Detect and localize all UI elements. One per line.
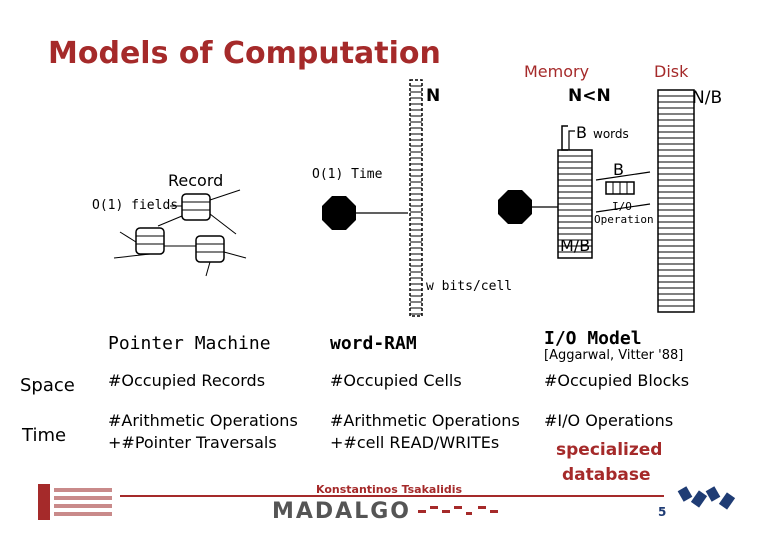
time-io-model: #I/O Operations bbox=[544, 411, 674, 430]
record-label: Record bbox=[168, 171, 224, 190]
column-word-ram: word-RAM bbox=[330, 333, 417, 354]
word-ram-memory-column bbox=[409, 79, 423, 317]
row-head-space: Space bbox=[20, 375, 75, 396]
mb-label: M/B bbox=[560, 236, 591, 255]
author-name: Konstantinos Tsakalidis bbox=[316, 483, 463, 496]
io-model-citation: [Aggarwal, Vitter '88] bbox=[544, 348, 684, 363]
database-label: database bbox=[562, 465, 651, 485]
memory-size-label: N<N bbox=[568, 86, 611, 106]
pointer-records bbox=[113, 189, 247, 277]
specialized-label: specialized bbox=[556, 440, 663, 460]
space-word-ram: #Occupied Cells bbox=[330, 371, 462, 390]
b-label: B bbox=[576, 123, 587, 142]
madalgo-dashes bbox=[418, 506, 498, 515]
time-word-ram-line1: #Arithmetic Operations bbox=[330, 411, 520, 430]
space-pointer-machine: #Occupied Records bbox=[108, 371, 266, 390]
n-label: N bbox=[426, 86, 441, 106]
ram-processor bbox=[322, 196, 356, 230]
time-label: O(1) Time bbox=[312, 167, 383, 182]
io-label: I/O bbox=[612, 200, 632, 213]
b-words-bracket bbox=[561, 125, 568, 151]
words-label: words bbox=[593, 127, 629, 141]
column-pointer-machine: Pointer Machine bbox=[108, 333, 271, 354]
time-word-ram-line2: +#cell READ/WRITEs bbox=[330, 433, 500, 452]
time-pointer-machine-line1: #Arithmetic Operations bbox=[108, 411, 298, 430]
disk-label: Disk bbox=[654, 62, 689, 81]
university-logo bbox=[677, 486, 736, 510]
space-io-model: #Occupied Blocks bbox=[544, 371, 690, 390]
disk-column bbox=[657, 89, 695, 313]
io-processor bbox=[498, 190, 532, 224]
page-number: 5 bbox=[658, 505, 667, 519]
row-head-time: Time bbox=[22, 425, 67, 446]
page-title: Models of Computation bbox=[48, 36, 441, 71]
wbits-label: w bits/cell bbox=[426, 279, 513, 294]
foundation-logo bbox=[38, 484, 112, 520]
operation-label: Operation bbox=[594, 213, 654, 226]
brand-logo: MADALGO bbox=[272, 499, 411, 524]
column-io-model: I/O Model bbox=[544, 328, 642, 349]
b-small-label: B bbox=[613, 160, 624, 179]
memory-label: Memory bbox=[524, 62, 590, 81]
time-pointer-machine-line2: +#Pointer Traversals bbox=[108, 433, 277, 452]
fields-label: O(1) fields bbox=[92, 198, 179, 213]
disk-size-label: N/B bbox=[692, 88, 723, 108]
io-memory-column bbox=[557, 149, 593, 259]
io-arrow bbox=[595, 171, 651, 181]
